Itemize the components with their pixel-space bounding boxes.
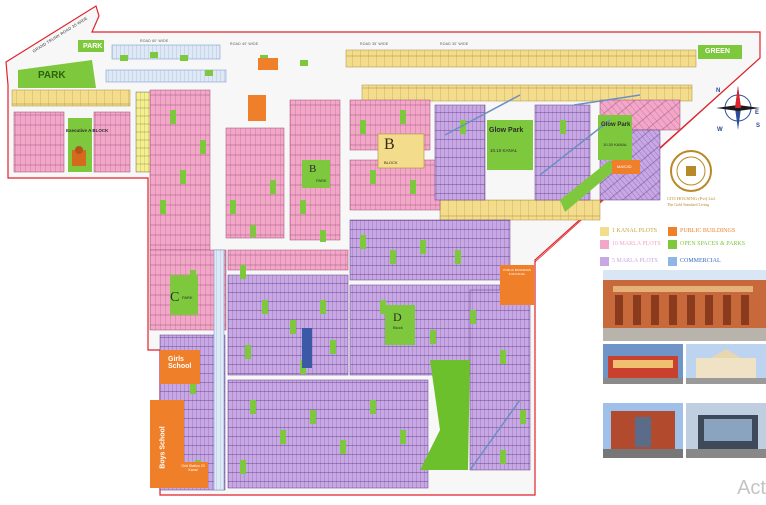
legend-swatch bbox=[668, 257, 677, 266]
block-b-sub: BLOCK bbox=[384, 160, 398, 165]
block-b-park-letter: B bbox=[309, 163, 317, 175]
photo-building-4 bbox=[603, 403, 683, 458]
public-building-bottom bbox=[500, 265, 534, 305]
brand-seal-logo bbox=[670, 150, 712, 192]
kanal-diagonal-strip bbox=[439, 199, 601, 221]
kanal-left-rows bbox=[11, 89, 131, 107]
ten-marla-block-a2 bbox=[93, 111, 131, 173]
photo-building-3 bbox=[686, 344, 766, 384]
block-b-label-bg bbox=[377, 133, 425, 169]
public-building-block-b bbox=[248, 95, 266, 121]
green-shape bbox=[698, 45, 742, 59]
legend-label: OPEN SPACES & PARKS bbox=[680, 241, 746, 247]
five-marla-block-3 bbox=[349, 219, 511, 281]
masjid-building bbox=[612, 160, 640, 174]
boys-school-label: Boys School bbox=[159, 426, 167, 469]
mosque-icon bbox=[302, 328, 312, 368]
block-c-letter: C bbox=[170, 290, 180, 305]
green-label: GREEN bbox=[705, 48, 730, 55]
road-label-40: ROAD 40' WIDE bbox=[230, 42, 259, 46]
glow-park-1-shape bbox=[487, 120, 533, 170]
legend-label: 1 KANAL PLOTS bbox=[612, 228, 658, 234]
compass-s: S bbox=[756, 123, 761, 129]
grid-station-shape bbox=[178, 462, 208, 488]
legend-swatch bbox=[668, 227, 677, 236]
road-label-30: ROAD 30' WIDE bbox=[440, 42, 469, 46]
five-marla-block-1 bbox=[434, 104, 486, 201]
park-c-shape bbox=[170, 275, 198, 315]
road-label-35: ROAD 35' WIDE bbox=[360, 42, 389, 46]
park-d-shape bbox=[385, 305, 415, 345]
five-marla-block-7 bbox=[469, 289, 531, 471]
company-tagline: The Gold Standard Living bbox=[667, 202, 710, 207]
compass-e: E bbox=[755, 110, 760, 116]
company-name: CITI HOUSING (Pvt) Ltd. bbox=[667, 196, 716, 201]
glow-park-2-area: 10.30 KANAL bbox=[603, 142, 628, 147]
kanal-row-2 bbox=[361, 84, 693, 102]
park-top-shape bbox=[78, 40, 104, 52]
girls-school-label: Girls School bbox=[168, 356, 192, 370]
ten-marla-block-row bbox=[227, 249, 349, 271]
kanal-row-top bbox=[345, 49, 697, 68]
diagonal-green-belt bbox=[560, 160, 615, 212]
legend-swatch bbox=[600, 227, 609, 236]
ten-marla-block-a1 bbox=[13, 111, 65, 173]
photo-building-5 bbox=[686, 403, 766, 458]
glow-park-2-shape bbox=[598, 115, 632, 160]
legend-label: 10 MARLA PLOTS bbox=[612, 241, 661, 247]
public-building-top bbox=[258, 58, 278, 70]
legend-swatch bbox=[668, 240, 677, 249]
legend-label: 5 MARLA PLOTS bbox=[612, 258, 658, 264]
public-building-label: PUBLIC BUILDINGS 5.00 KANAL bbox=[503, 268, 531, 276]
compass-w: W bbox=[717, 127, 723, 133]
legend-label: PUBLIC BUILDINGS bbox=[680, 228, 736, 234]
legend-label: COMMERCIAL bbox=[680, 258, 721, 264]
compass-rose-icon bbox=[716, 86, 760, 130]
grid-station-label: Grid Station 20 Kanal bbox=[181, 464, 205, 472]
block-b-park-label: PARK bbox=[316, 178, 327, 183]
park-left-shape bbox=[18, 60, 96, 88]
mosque-icon bbox=[72, 146, 86, 166]
five-marla-block-6 bbox=[227, 379, 429, 489]
block-d-letter: D bbox=[393, 310, 402, 324]
park-b-shape bbox=[302, 160, 330, 188]
legend-swatch bbox=[600, 240, 609, 249]
yellow-column bbox=[135, 91, 153, 173]
glow-park-2-label: Glow Park bbox=[601, 122, 631, 128]
kanal-left-top bbox=[111, 44, 221, 60]
block-c-park-label: PARK bbox=[182, 295, 193, 300]
five-marla-block-4 bbox=[227, 274, 349, 376]
photo-building-2 bbox=[603, 344, 683, 384]
park-left-label: PARK bbox=[38, 70, 66, 81]
block-d-sub: Block bbox=[393, 325, 403, 330]
glow-park-1-area: 10.10 KANAL bbox=[490, 148, 518, 153]
diagonal-roads bbox=[444, 94, 641, 471]
compass-n: N bbox=[716, 88, 721, 94]
glow-park-1-label: Glow Park bbox=[489, 127, 524, 134]
girls-school-shape bbox=[160, 350, 200, 384]
large-green-wedge bbox=[420, 360, 470, 470]
commercial-row bbox=[105, 69, 227, 83]
block-b-letter: B bbox=[384, 136, 395, 153]
photo-building-main bbox=[603, 270, 766, 341]
road-label-60: ROAD 60' WIDE bbox=[140, 39, 169, 43]
park-top-label: PARK bbox=[83, 43, 103, 50]
commercial-vertical-strip bbox=[213, 249, 225, 491]
block-a-label: Executive A BLOCK bbox=[66, 128, 109, 133]
ten-marla-block-mid bbox=[349, 159, 441, 211]
masjid-label: MASJID bbox=[617, 164, 632, 169]
watermark-text: Act bbox=[737, 477, 766, 499]
legend-swatch bbox=[600, 257, 609, 266]
